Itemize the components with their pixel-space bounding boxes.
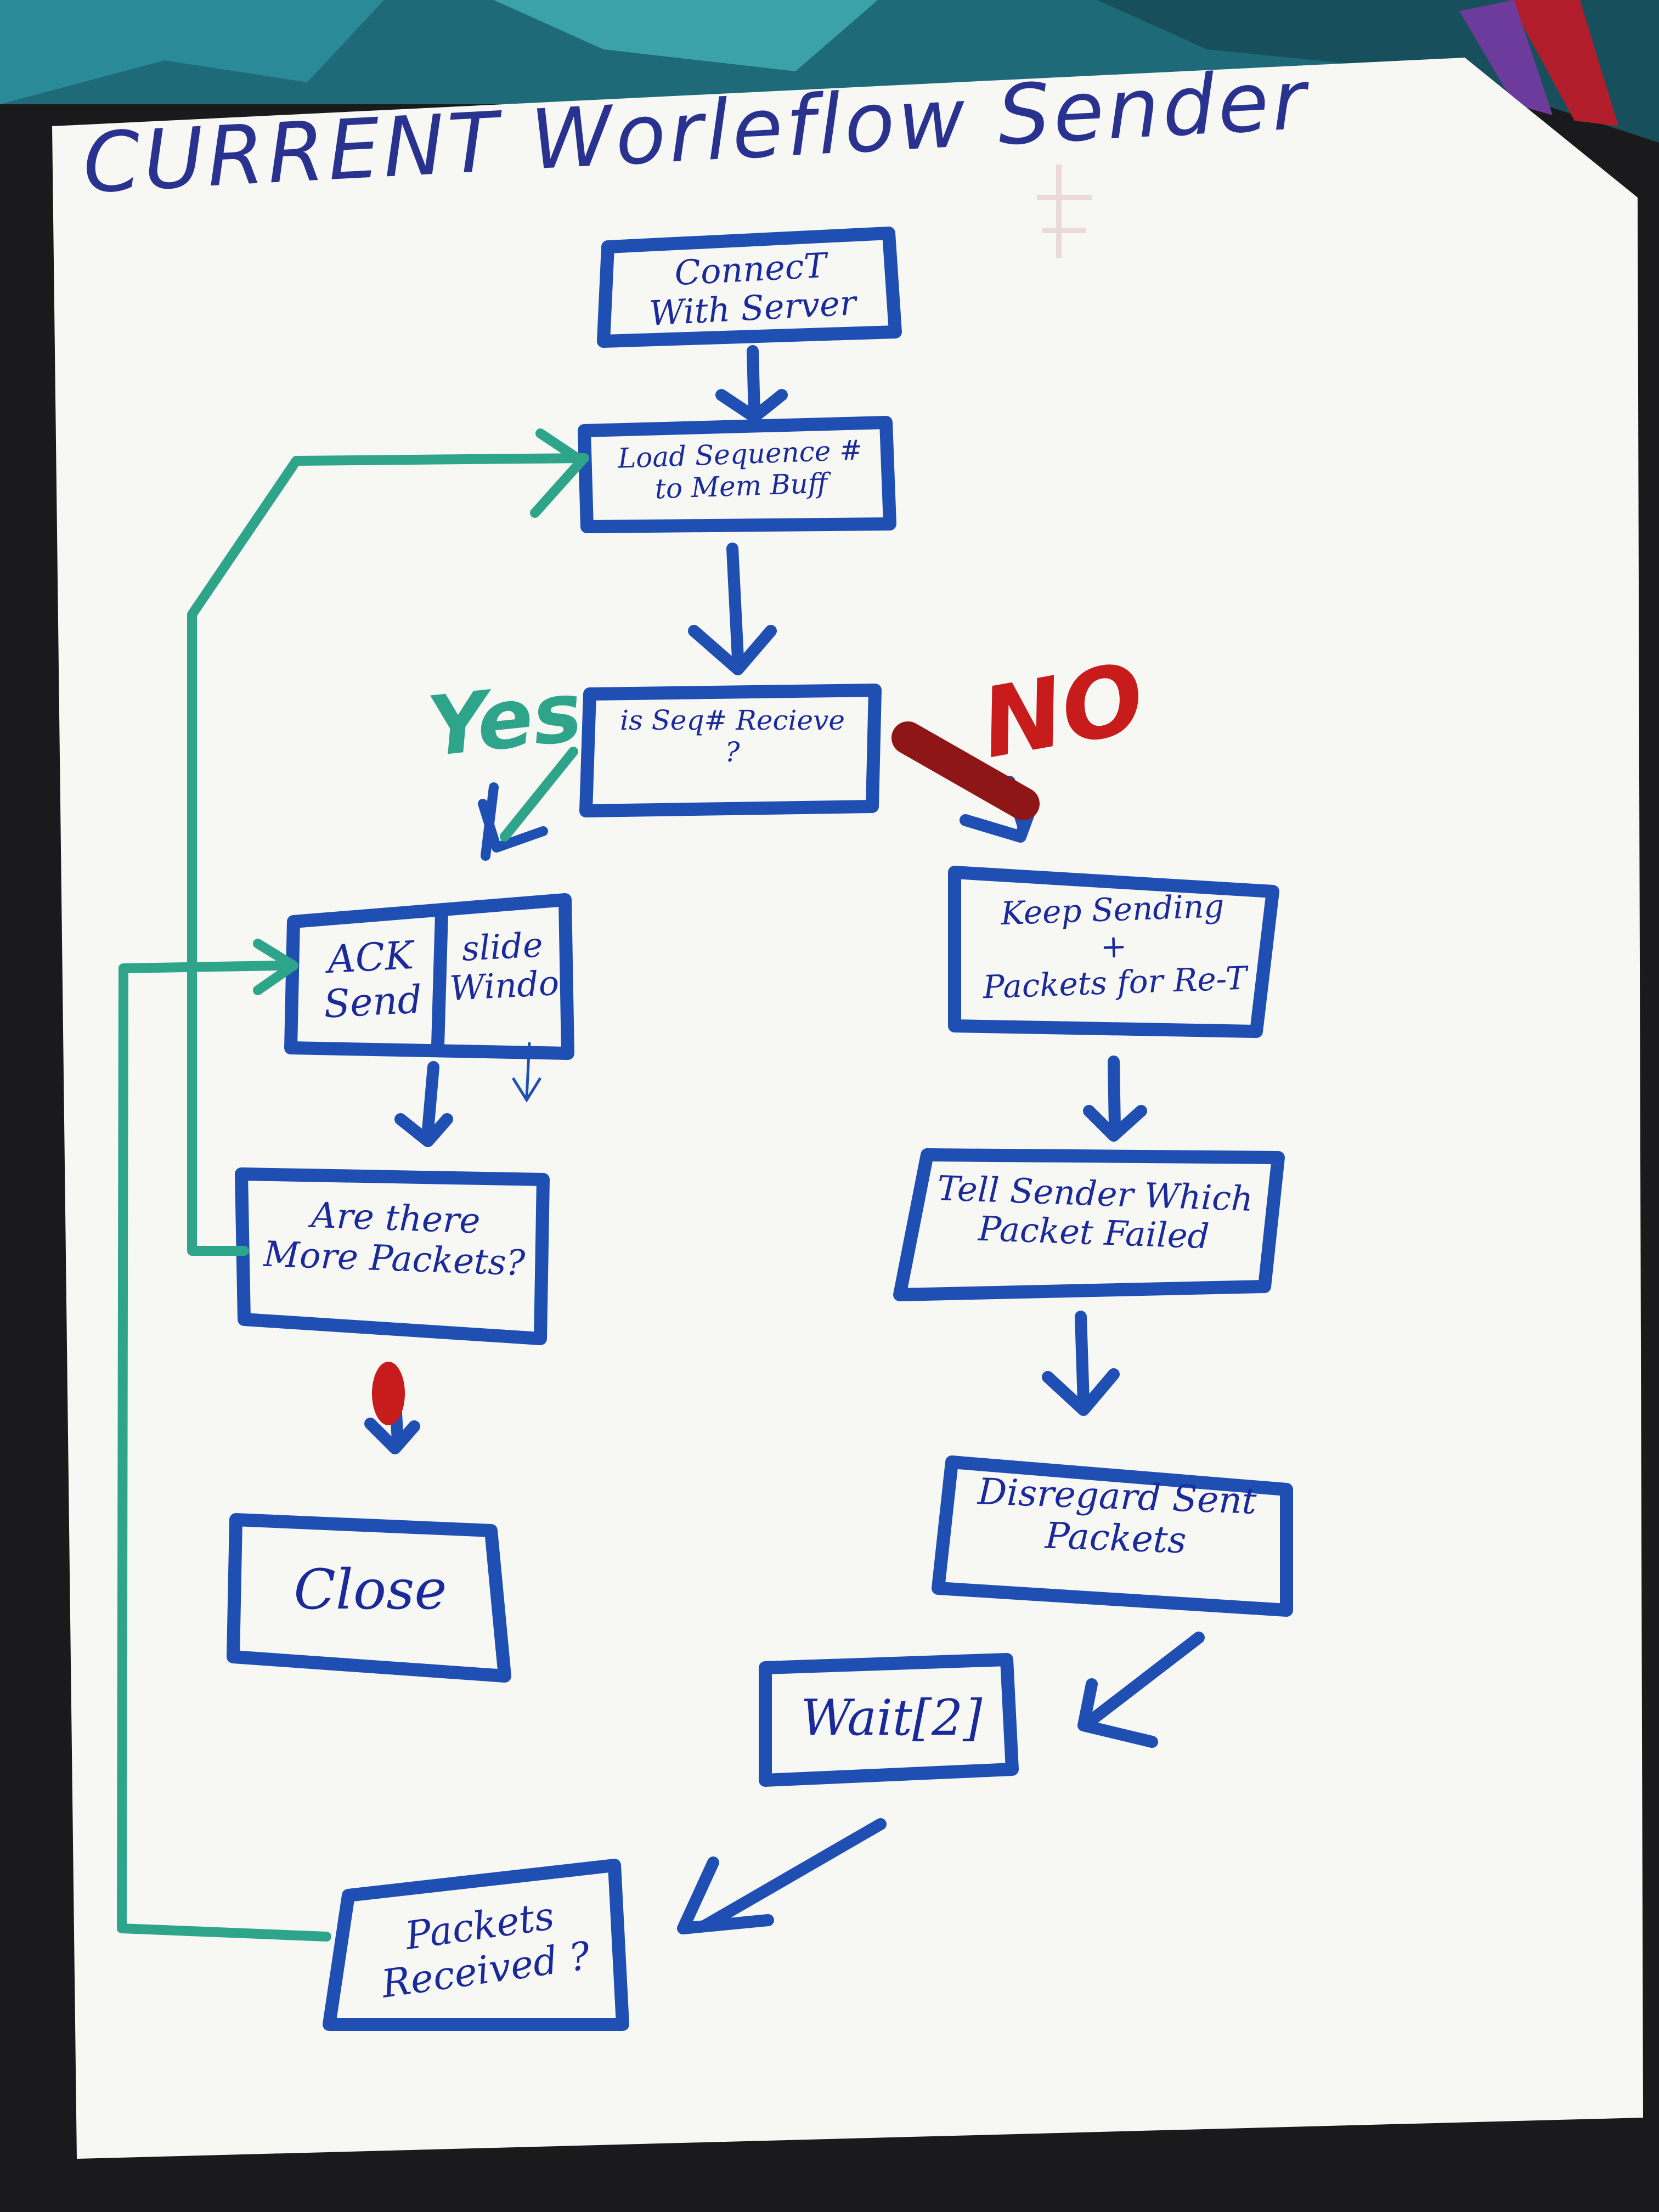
node-wait: Wait[2] (800, 1689, 983, 1747)
paper-sheet (52, 58, 1643, 2159)
fabric-background (0, 0, 1659, 143)
bleed-through-marks (1037, 165, 1092, 258)
node-keep-sending: Keep Sending + Packets for Re-T (982, 887, 1248, 1006)
node-ack-send: ACK Send (322, 933, 424, 1027)
box-connect (597, 227, 902, 348)
node-connect: ConnecT With Server (648, 245, 857, 334)
box-more-packets (235, 1167, 550, 1345)
box-close (227, 1513, 511, 1683)
box-ack-divider (431, 913, 448, 1046)
node-tell-sender: Tell Sender Which Packet Failed (936, 1168, 1254, 1257)
node-more-packets: Are there More Packets? (263, 1195, 526, 1284)
box-keep-sending (948, 866, 1279, 1038)
box-load-seq (578, 416, 896, 533)
red-dot-mark (372, 1362, 405, 1425)
node-is-seq-received: is Seq# Recieve ? (620, 704, 845, 768)
no-branch-marks (372, 721, 1040, 1425)
box-tell-sender (893, 1148, 1285, 1301)
yes-branch-label: Yes (423, 664, 586, 776)
node-load-seq: Load Sequence # to Mem Buff (617, 434, 863, 505)
slide-window-arrow (511, 1042, 542, 1103)
node-close: Close (294, 1558, 447, 1622)
box-ack-slide (284, 893, 574, 1060)
box-disregard (932, 1455, 1293, 1617)
loop-arrows (117, 428, 589, 1942)
box-packets-received (323, 1859, 629, 2031)
flowchart-boxes (227, 227, 1293, 2031)
box-wait (759, 1653, 1019, 1787)
node-disregard: Disregard Sent Packets (977, 1470, 1257, 1562)
box-is-seq-received (579, 684, 882, 817)
node-slide-window: slide Windo (448, 924, 560, 1009)
